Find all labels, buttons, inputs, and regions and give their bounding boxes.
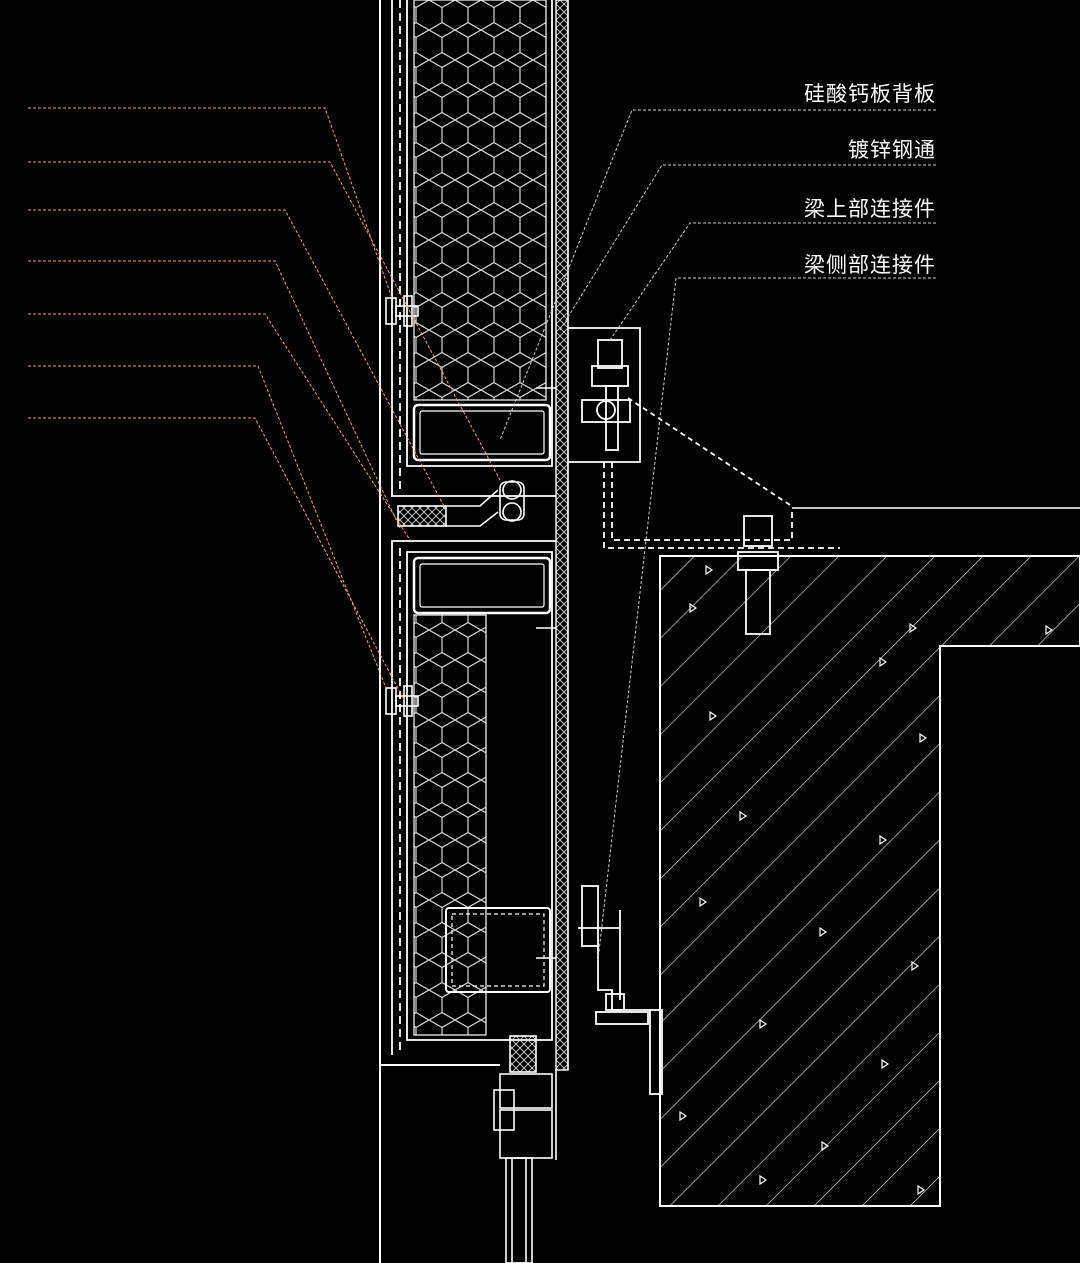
window-frame (493, 1035, 557, 1263)
panel-joint (397, 480, 525, 527)
beam-side-connector (578, 885, 663, 1095)
callout-calcium-silicate-backing-board: 硅酸钙板背板 (804, 82, 936, 106)
callout-galvanized-steel-tube: 镀锌钢通 (848, 138, 936, 162)
unlabeled-leaders (28, 107, 501, 701)
lower-panel (391, 540, 556, 1055)
wall-outline (379, 0, 500, 1263)
concrete-aggregate (679, 564, 1054, 1196)
bottom-steel-tube (445, 907, 551, 993)
callout-beam-side-connector: 梁侧部连接件 (804, 253, 936, 277)
concrete-beam (659, 507, 1080, 1207)
beam-top-connector (568, 327, 840, 635)
callout-leaders (499, 109, 936, 961)
outer-fasteners (385, 295, 556, 959)
upper-panel (391, 0, 556, 497)
backing-board (555, 0, 569, 1071)
callout-beam-top-connector: 梁上部连接件 (804, 197, 936, 221)
